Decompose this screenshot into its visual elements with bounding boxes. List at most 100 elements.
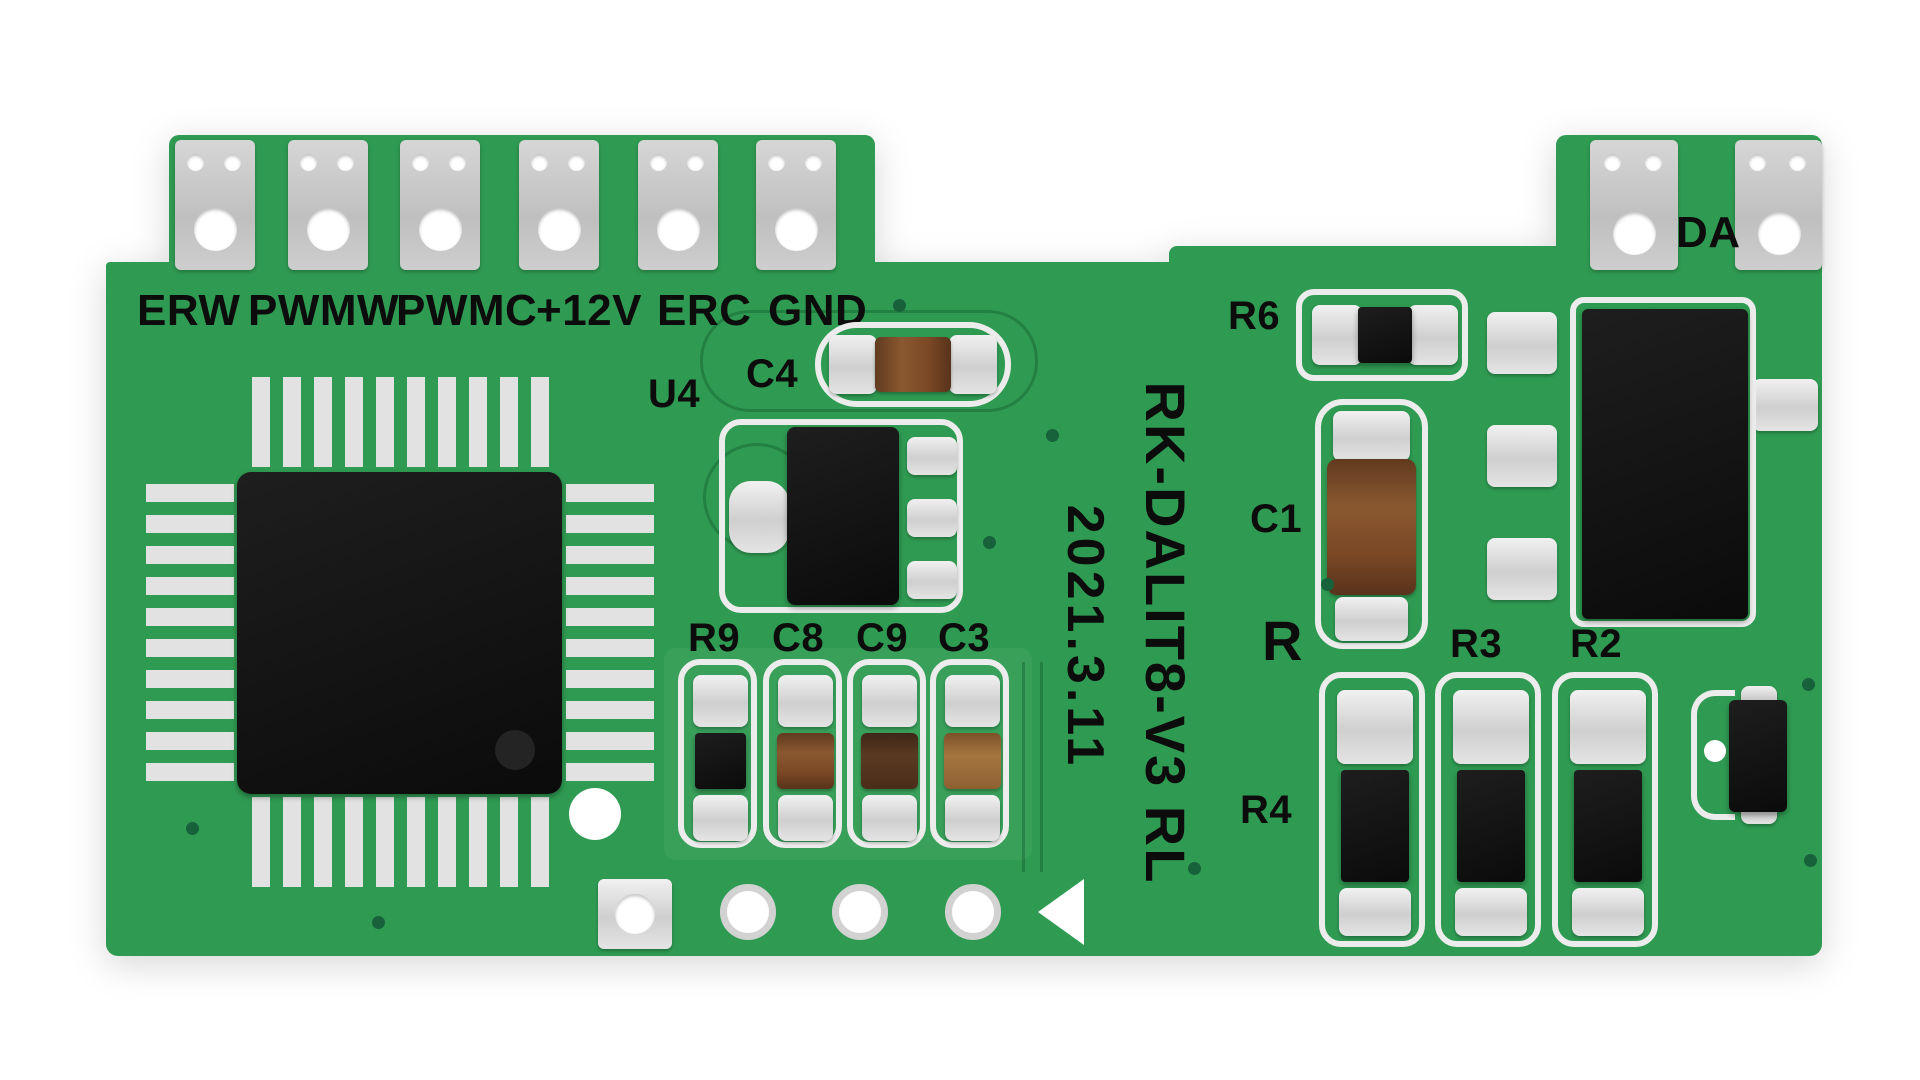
c1-pad bbox=[1333, 411, 1410, 461]
q1-bracket bbox=[1691, 690, 1735, 820]
via-dot bbox=[372, 916, 385, 929]
r2-pad bbox=[1570, 690, 1646, 764]
r4-outline bbox=[1319, 672, 1425, 947]
refdes-c8: C8 bbox=[772, 616, 825, 660]
c9-pad bbox=[862, 795, 917, 841]
terminal-label-erc: ERC bbox=[657, 286, 752, 335]
u4-body bbox=[787, 427, 899, 605]
refdes-c4: C4 bbox=[746, 352, 799, 396]
c4-body bbox=[875, 337, 951, 392]
terminal-hole-icon bbox=[187, 154, 204, 171]
c4-pad bbox=[829, 335, 877, 394]
r3-pad bbox=[1455, 888, 1527, 936]
terminal-da-2 bbox=[1735, 140, 1822, 270]
via-dot bbox=[983, 536, 996, 549]
c4-outline bbox=[815, 322, 1011, 407]
via-ring-icon bbox=[945, 884, 1001, 940]
c3-pad bbox=[945, 675, 1000, 727]
terminal-hole-icon bbox=[805, 154, 822, 171]
r4-body bbox=[1341, 770, 1409, 882]
c1-pad bbox=[1335, 597, 1408, 641]
refdes-r3: R3 bbox=[1450, 622, 1503, 666]
terminal-label-erw: ERW bbox=[137, 286, 241, 335]
r2-pad bbox=[1572, 888, 1644, 936]
terminal-da-1 bbox=[1590, 140, 1678, 270]
u4-outline bbox=[719, 419, 963, 613]
terminal-gnd bbox=[756, 140, 836, 270]
via-dot bbox=[1804, 854, 1817, 867]
terminal-hole-icon bbox=[687, 154, 704, 171]
r6-body bbox=[1358, 307, 1412, 363]
via-dot bbox=[1802, 678, 1815, 691]
terminal-erc bbox=[638, 140, 718, 270]
ic-pad bbox=[1487, 538, 1557, 600]
c3-body bbox=[944, 733, 1001, 789]
terminal-hole-icon bbox=[412, 154, 429, 171]
terminal-hole-icon bbox=[337, 154, 354, 171]
refdes-r2: R2 bbox=[1570, 622, 1623, 666]
terminal-label-pwmw: PWMW bbox=[248, 286, 400, 335]
refdes-c9: C9 bbox=[856, 616, 909, 660]
c9-outline bbox=[847, 659, 926, 848]
q1-body bbox=[1729, 700, 1787, 812]
via-dot bbox=[186, 822, 199, 835]
refdes-r6: R6 bbox=[1228, 294, 1281, 338]
qfp-pins-left bbox=[146, 484, 234, 784]
terminal-label-pwmc: PWMC bbox=[396, 286, 538, 335]
r6-pad bbox=[1312, 305, 1362, 365]
terminal-hole-icon bbox=[538, 208, 581, 251]
fiducial-triangle-icon bbox=[1038, 879, 1084, 945]
r3-body bbox=[1457, 770, 1525, 882]
power-ic-body bbox=[1582, 309, 1748, 619]
r9-body bbox=[695, 733, 746, 789]
part-number: RK-DALIT8-V3 RL bbox=[1134, 381, 1197, 885]
terminal-hole-icon bbox=[568, 154, 585, 171]
date-code: 2021.3.11 bbox=[1056, 504, 1114, 770]
u4-pad-right bbox=[907, 437, 957, 475]
ic-pad bbox=[1487, 312, 1557, 374]
c3-outline bbox=[930, 659, 1009, 848]
c9-body bbox=[861, 733, 918, 789]
terminal-hole-icon bbox=[650, 154, 667, 171]
terminal-hole-icon bbox=[1613, 212, 1656, 255]
terminal-hole-icon bbox=[1749, 154, 1766, 171]
terminal-hole-icon bbox=[657, 208, 700, 251]
c8-outline bbox=[763, 659, 842, 848]
u4-pad-right bbox=[907, 561, 957, 599]
r2-outline bbox=[1552, 672, 1658, 947]
via-dot bbox=[1321, 578, 1334, 591]
refdes-r4: R4 bbox=[1240, 788, 1293, 832]
u4-pad-left bbox=[729, 481, 789, 553]
terminal-hole-icon bbox=[1645, 154, 1662, 171]
c3-pad bbox=[945, 795, 1000, 841]
via-dot bbox=[1188, 862, 1201, 875]
via-ring-icon bbox=[720, 884, 776, 940]
terminal-hole-icon bbox=[1758, 212, 1801, 255]
refdes-r9: R9 bbox=[688, 616, 741, 660]
c4-pad bbox=[949, 335, 997, 394]
c9-pad bbox=[862, 675, 917, 727]
terminal-hole-icon bbox=[775, 208, 818, 251]
terminal-hole-icon bbox=[449, 154, 466, 171]
mount-hole-icon bbox=[615, 894, 655, 934]
q1-dot bbox=[1704, 740, 1726, 762]
terminal-pwmw bbox=[288, 140, 368, 270]
terminal-hole-icon bbox=[1789, 154, 1806, 171]
c8-pad bbox=[778, 795, 833, 841]
qfp-chip bbox=[237, 472, 562, 794]
r3-outline bbox=[1435, 672, 1541, 947]
terminal-hole-icon bbox=[531, 154, 548, 171]
trace-loop-c4 bbox=[700, 310, 1038, 412]
terminal-hole-icon bbox=[1604, 154, 1621, 171]
r6-outline bbox=[1296, 289, 1468, 381]
terminal-hole-icon bbox=[224, 154, 241, 171]
r3-pad bbox=[1453, 690, 1529, 764]
refdes-c3: C3 bbox=[938, 616, 991, 660]
terminal-label-da: DA bbox=[1676, 208, 1741, 257]
qfp-pins-top bbox=[252, 377, 552, 467]
r9-pad bbox=[693, 795, 748, 841]
r9-outline bbox=[678, 659, 757, 848]
ic-pad bbox=[1487, 425, 1557, 487]
